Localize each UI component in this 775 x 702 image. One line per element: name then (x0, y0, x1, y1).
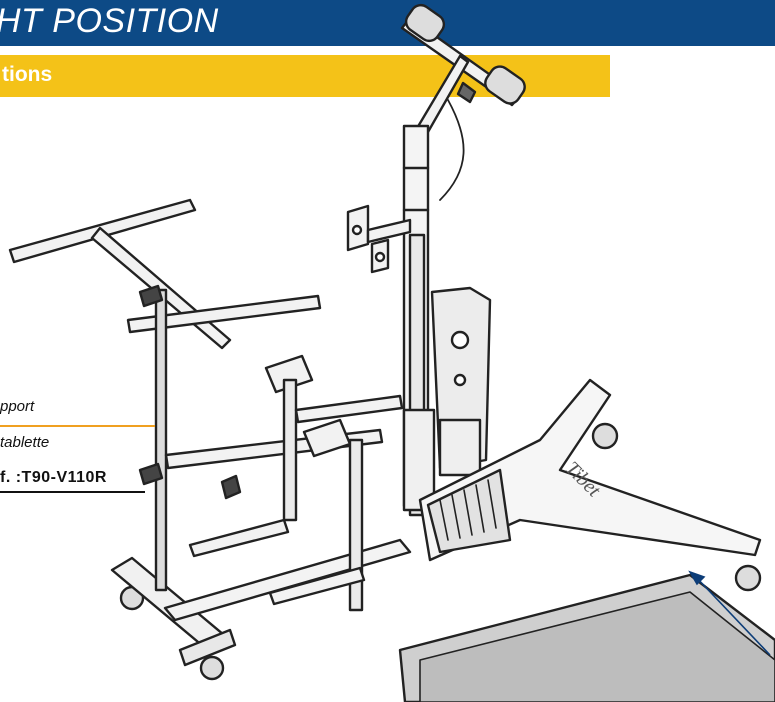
header-band: HT POSITION (0, 0, 775, 46)
foot-supports (188, 354, 404, 612)
callout-rule (0, 425, 155, 427)
callout-label-2: tablette (0, 434, 50, 451)
handlebar (400, 3, 526, 148)
page-title: HT POSITION (0, 2, 219, 40)
t-bar-frame (8, 198, 384, 592)
base-fins (439, 479, 497, 541)
callout-reference: f. :T90-V110R (0, 469, 107, 486)
bracket (346, 204, 412, 274)
tray (398, 573, 775, 702)
section-title: tions (2, 63, 53, 86)
reference-underline (0, 491, 145, 493)
tray-arrow (688, 570, 771, 656)
callout-label-1: pport (0, 398, 35, 415)
